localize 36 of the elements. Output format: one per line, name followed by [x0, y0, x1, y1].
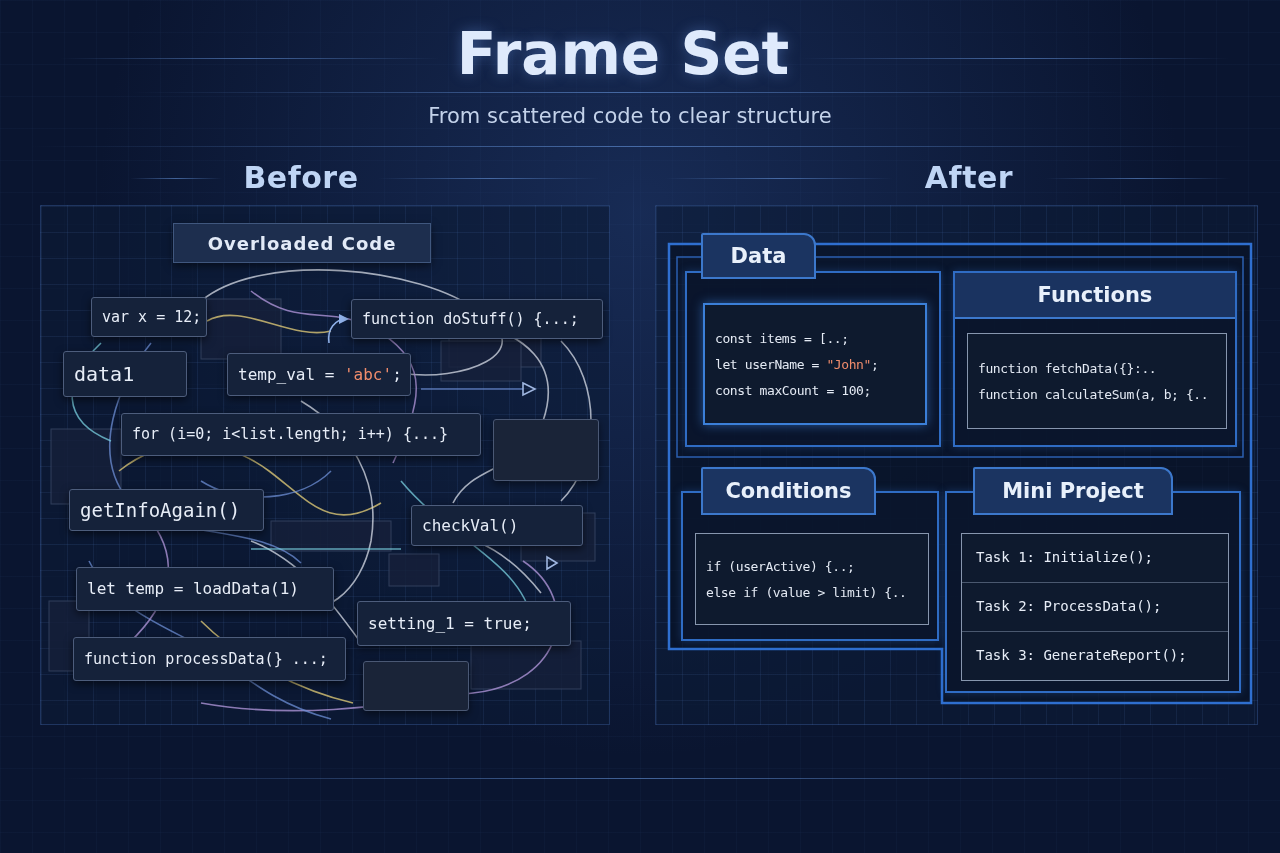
code-snippet: temp_val = 'abc'; [227, 353, 411, 396]
task-row-text: Task 1: Initialize(); [975, 548, 1154, 567]
code-snippet: let temp = loadData(1) [76, 567, 334, 611]
code-line: let userName = "John"; [715, 356, 880, 372]
code-snippet: checkVal() [411, 505, 583, 546]
panel-title: Overloaded Code [173, 223, 431, 263]
title: Frame Set [456, 20, 790, 88]
code-snippet: var x = 12; [91, 297, 207, 337]
task-row: Task 2: ProcessData(); [962, 582, 1228, 631]
code-line: function fetchData({}:.. [978, 360, 1158, 376]
code-card [695, 533, 929, 625]
code-line: const items = [..; [715, 330, 850, 346]
section-tab: Conditions [701, 467, 876, 515]
code-line: function calculateSum(a, b; {.. [978, 386, 1210, 402]
blank-card [493, 419, 599, 481]
code-card [967, 333, 1227, 429]
task-list [961, 533, 1229, 681]
code-snippet: getInfoAgain() [69, 489, 264, 531]
code-snippet: setting_1 = true; [357, 601, 571, 646]
subtitle: From scattered code to clear structure [428, 104, 832, 128]
section-heading: After [924, 160, 1014, 195]
section-tab: Data [701, 233, 816, 279]
section-heading: Before [243, 160, 359, 195]
section-frame [953, 271, 1237, 447]
code-snippet: function doStuff() {...; [351, 299, 603, 339]
code-snippet: function processData(} ...; [73, 637, 346, 681]
code-line: const maxCount = 100; [715, 382, 872, 398]
code-snippet: for (i=0; i<list.length; i++) {...} [121, 413, 481, 456]
code-snippet: data1 [63, 351, 187, 397]
code-line: else if (value > limit) {.. [706, 584, 908, 600]
code-card [703, 303, 927, 425]
code-line: if (userActive) {..; [706, 558, 856, 574]
task-row: Task 3: GenerateReport(); [962, 631, 1228, 680]
section-header: Functions [955, 273, 1235, 319]
blank-card [363, 661, 469, 711]
section-tab: Mini Project [973, 467, 1173, 515]
